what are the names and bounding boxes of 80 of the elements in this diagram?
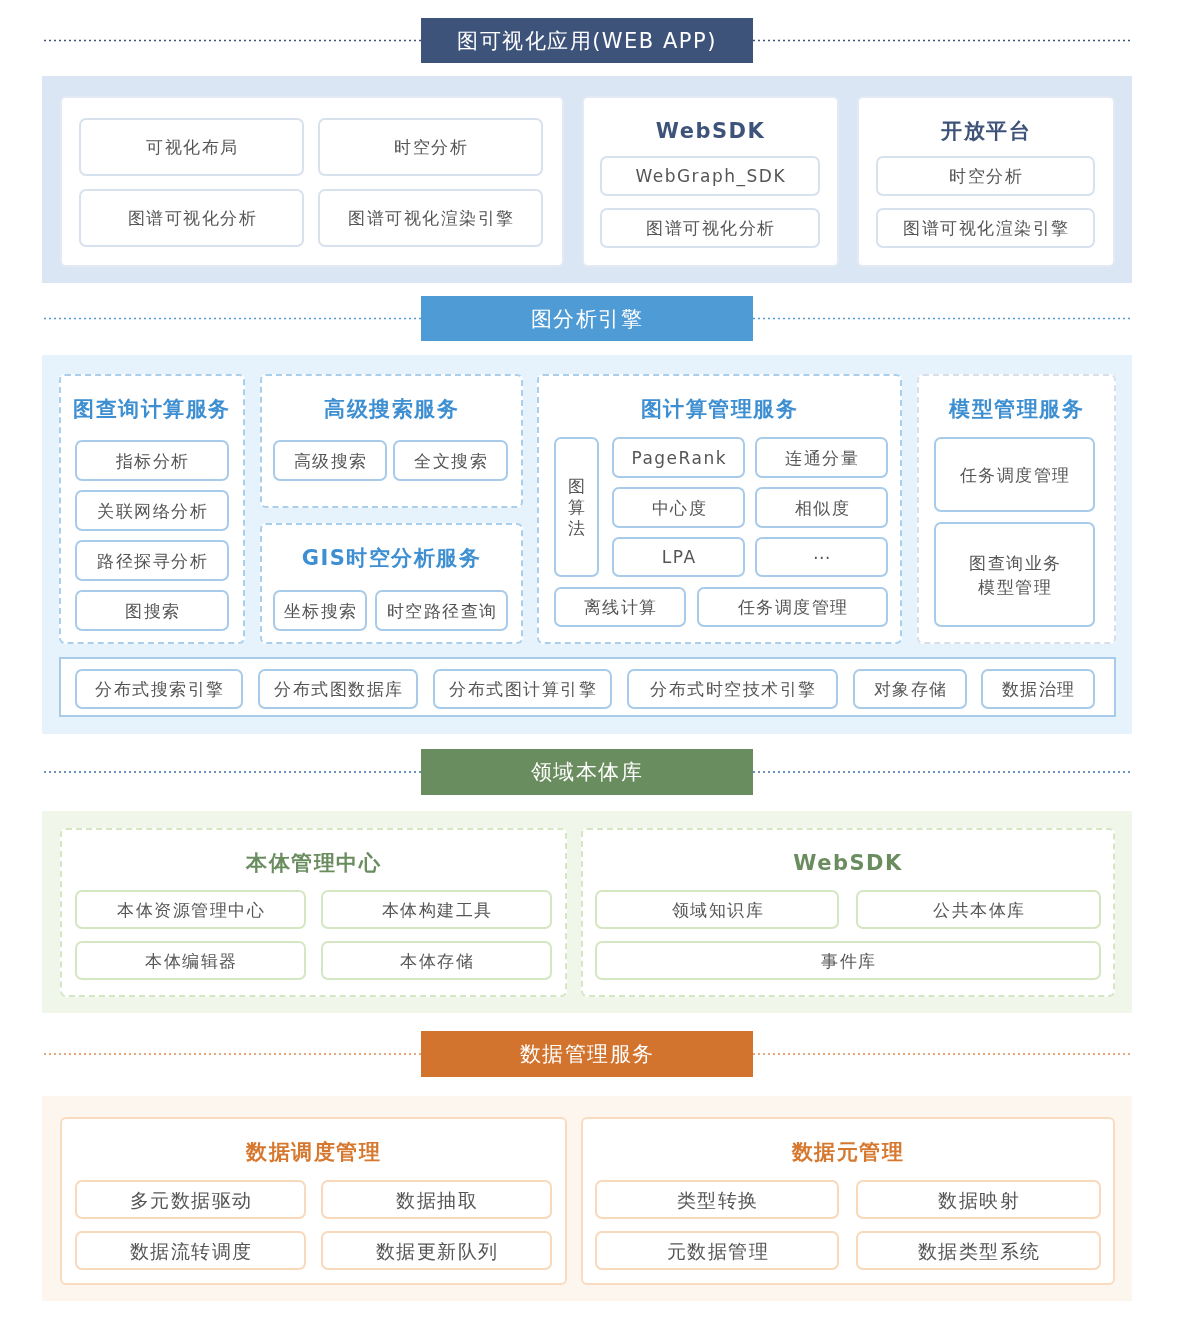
group-card bbox=[60, 1117, 567, 1285]
group-title: WebSDK bbox=[792, 850, 904, 877]
module-box: 任务调度管理 bbox=[697, 587, 888, 627]
layer-banner: 图分析引擎 bbox=[421, 296, 753, 341]
module-box: 高级搜索 bbox=[273, 440, 387, 481]
module-box: 本体编辑器 bbox=[75, 941, 306, 980]
module-box: 对象存储 bbox=[853, 669, 967, 709]
module-box: 数据更新队列 bbox=[321, 1231, 552, 1270]
group-card bbox=[581, 828, 1115, 997]
group-card bbox=[581, 1117, 1115, 1285]
module-box: 图谱可视化分析 bbox=[600, 208, 820, 248]
section-background bbox=[42, 811, 1132, 1013]
section-background bbox=[42, 355, 1132, 734]
group-title: 数据元管理 bbox=[790, 1139, 906, 1166]
module-box: 多元数据驱动 bbox=[75, 1180, 306, 1219]
group-card bbox=[260, 374, 523, 508]
module-box: 元数据管理 bbox=[595, 1231, 839, 1270]
section-background bbox=[42, 1096, 1132, 1301]
module-box: 坐标搜索 bbox=[273, 590, 367, 631]
module-box: 指标分析 bbox=[75, 440, 229, 481]
module-box: 离线计算 bbox=[554, 587, 686, 627]
module-box: 本体构建工具 bbox=[321, 890, 552, 929]
module-box: 数据流转调度 bbox=[75, 1231, 306, 1270]
module-box: 可视化布局 bbox=[79, 118, 304, 176]
module-box: LPA bbox=[612, 537, 745, 577]
module-box: 时空路径查询 bbox=[375, 590, 508, 631]
module-box: 全文搜索 bbox=[393, 440, 508, 481]
group-card bbox=[260, 523, 523, 644]
module-box: 关联网络分析 bbox=[75, 490, 229, 531]
group-card bbox=[59, 374, 245, 644]
group-title: 图查询计算服务 bbox=[72, 396, 232, 423]
module-box: 事件库 bbox=[595, 941, 1101, 980]
section-background bbox=[42, 76, 1132, 283]
module-box: 图谱可视化分析 bbox=[79, 189, 304, 247]
module-box: 路径探寻分析 bbox=[75, 540, 229, 581]
group-card bbox=[582, 96, 839, 267]
group-card bbox=[60, 96, 564, 267]
layer-banner: 领域本体库 bbox=[421, 749, 753, 795]
group-title: 数据调度管理 bbox=[244, 1139, 382, 1166]
module-box: 图算法 bbox=[554, 437, 599, 577]
group-card bbox=[537, 374, 902, 644]
module-box: 分布式图数据库 bbox=[258, 669, 418, 709]
group-title: 图计算管理服务 bbox=[639, 396, 800, 423]
module-box: 分布式时空技术引擎 bbox=[627, 669, 838, 709]
module-box: 时空分析 bbox=[318, 118, 543, 176]
module-box: 时空分析 bbox=[876, 156, 1095, 196]
module-box: 中心度 bbox=[612, 487, 745, 528]
module-box: WebGraph_SDK bbox=[600, 156, 820, 196]
group-title: 模型管理服务 bbox=[947, 396, 1085, 423]
module-box: 数据治理 bbox=[981, 669, 1095, 709]
group-frame bbox=[59, 657, 1116, 717]
group-title: 高级搜索服务 bbox=[323, 396, 460, 423]
module-box: 类型转换 bbox=[595, 1180, 839, 1219]
module-box: ⋯ bbox=[755, 537, 888, 577]
group-card bbox=[857, 96, 1115, 267]
group-card bbox=[917, 374, 1116, 644]
module-box: 任务调度管理 bbox=[934, 437, 1095, 512]
module-box: 图谱可视化渲染引擎 bbox=[318, 189, 543, 247]
module-box: 图谱可视化渲染引擎 bbox=[876, 208, 1095, 248]
module-box: 本体存储 bbox=[321, 941, 552, 980]
module-box: 分布式搜索引擎 bbox=[75, 669, 243, 709]
group-title: WebSDK bbox=[654, 118, 767, 145]
module-box: 连通分量 bbox=[755, 437, 888, 478]
module-box: 领域知识库 bbox=[595, 890, 839, 929]
group-title: GIS时空分析服务 bbox=[300, 545, 483, 572]
group-title: 开放平台 bbox=[940, 118, 1032, 145]
module-box: 公共本体库 bbox=[856, 890, 1101, 929]
module-box: 数据抽取 bbox=[321, 1180, 552, 1219]
module-box: 本体资源管理中心 bbox=[75, 890, 306, 929]
module-box: 数据映射 bbox=[856, 1180, 1101, 1219]
module-box: 图查询业务模型管理 bbox=[934, 522, 1095, 627]
module-box: 相似度 bbox=[755, 487, 888, 528]
module-box: 数据类型系统 bbox=[856, 1231, 1101, 1270]
group-title: 本体管理中心 bbox=[244, 850, 382, 877]
module-box: PageRank bbox=[612, 437, 745, 478]
module-box: 分布式图计算引擎 bbox=[433, 669, 612, 709]
group-card bbox=[60, 828, 567, 997]
module-box: 图搜索 bbox=[75, 590, 229, 631]
layer-banner: 数据管理服务 bbox=[421, 1031, 753, 1077]
layer-banner: 图可视化应用(WEB APP) bbox=[421, 18, 753, 63]
